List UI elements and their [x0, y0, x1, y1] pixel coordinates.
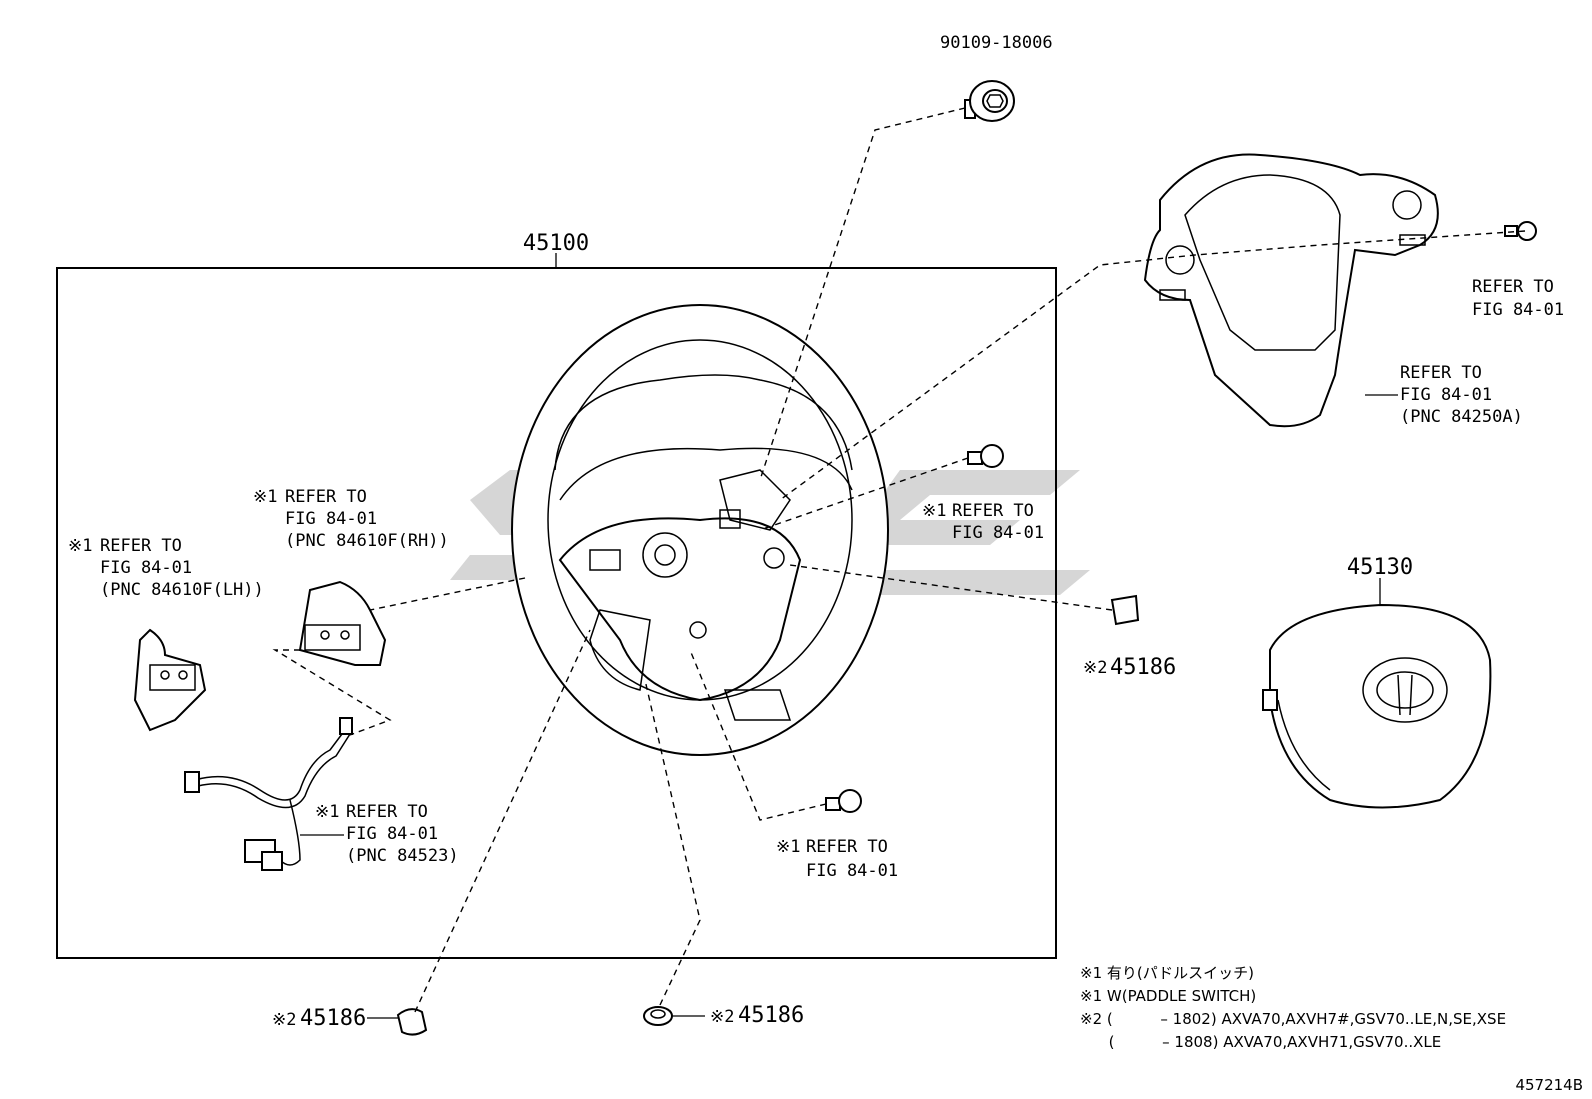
lower-bolt-line2: FIG 84-01 [806, 861, 898, 881]
note-line-3: ※2 ( – 1802) AXVA70,AXVH7#,GSV70..LE,N,S… [1080, 1010, 1506, 1028]
lower-bolt-mark: ※1 [776, 837, 800, 857]
mid-bolt-line1: REFER TO [952, 501, 1034, 521]
steering-wheel [511, 304, 889, 756]
paddle-lh-line3: (PNC 84610F(LH)) [100, 580, 264, 600]
assembly-lines [272, 107, 1526, 1013]
wire-harness [184, 717, 353, 871]
drawing-id: 457214B [1515, 1076, 1583, 1094]
bolt-top-label: 90109-18006 [940, 33, 1053, 53]
bolt-cover-right [1504, 221, 1537, 241]
paddle-rh-line2: FIG 84-01 [285, 509, 377, 529]
harness-line2: FIG 84-01 [346, 824, 438, 844]
paddle-switch-lh [133, 628, 207, 732]
bezel-cover [1143, 153, 1439, 428]
paddle-lh-line1: REFER TO [100, 536, 182, 556]
harness-mark: ※1 [315, 802, 339, 822]
harness-line1: REFER TO [346, 802, 428, 822]
lower-bolt-line1: REFER TO [806, 837, 888, 857]
airbag-label: 45130 [1347, 555, 1413, 580]
cover-ref-line2: FIG 84-01 [1472, 300, 1564, 320]
plug-bottom-left-mark: ※2 [272, 1010, 296, 1030]
note-line-2: ※1 W(PADDLE SWITCH) [1080, 987, 1256, 1005]
paddle-rh-mark: ※1 [253, 487, 277, 507]
plug-right [1110, 594, 1140, 626]
paddle-lh-mark: ※1 [68, 536, 92, 556]
bolt-lower [825, 789, 862, 813]
note-line-4: ( – 1808) AXVA70,AXVH71,GSV70..XLE [1080, 1033, 1441, 1051]
plug-right-num: 45186 [1110, 655, 1176, 680]
paddle-rh-line3: (PNC 84610F(RH)) [285, 531, 449, 551]
plug-right-mark: ※2 [1083, 658, 1107, 678]
paddle-switch-rh [298, 580, 387, 666]
bolt-mid [967, 444, 1004, 468]
bezel-ref-line1: REFER TO [1400, 363, 1482, 383]
assembly-label: 45100 [523, 231, 589, 256]
paddle-rh-line1: REFER TO [285, 487, 367, 507]
plug-bottom-left-num: 45186 [300, 1006, 366, 1031]
note-line-1: ※1 有り(パドルスイッチ) [1080, 964, 1254, 982]
bolt-top [964, 80, 1015, 122]
harness-line3: (PNC 84523) [346, 846, 459, 866]
mid-bolt-mark: ※1 [922, 501, 946, 521]
plug-bottom-left [396, 1008, 428, 1036]
bezel-ref-line2: FIG 84-01 [1400, 385, 1492, 405]
cover-ref-line1: REFER TO [1472, 277, 1554, 297]
bezel-ref-line3: (PNC 84250A) [1400, 407, 1523, 427]
mid-bolt-line2: FIG 84-01 [952, 523, 1044, 543]
plug-bottom-mid-mark: ※2 [710, 1007, 734, 1027]
paddle-lh-line2: FIG 84-01 [100, 558, 192, 578]
airbag [1262, 603, 1492, 809]
plug-bottom-mid-num: 45186 [738, 1003, 804, 1028]
plug-bottom-mid [643, 1006, 673, 1026]
